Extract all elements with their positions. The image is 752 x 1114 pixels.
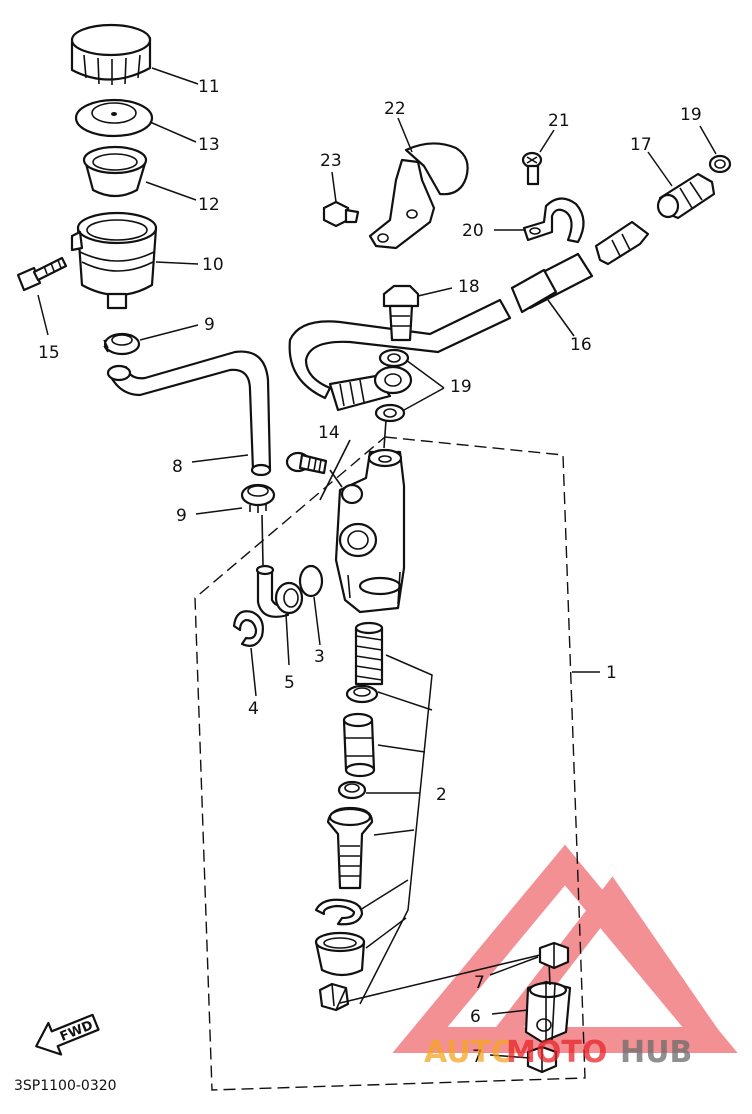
hose-clamp-lower — [240, 483, 276, 513]
circlip-2 — [314, 898, 364, 926]
label-18: 18 — [458, 277, 480, 297]
label-4: 4 — [248, 699, 259, 719]
label-9-upper: 9 — [204, 315, 215, 335]
label-14: 14 — [318, 423, 340, 443]
reservoir-cap — [70, 23, 152, 85]
label-7-lower: 7 — [472, 1047, 483, 1067]
label-11: 11 — [198, 77, 220, 97]
return-spring — [354, 621, 384, 686]
label-22: 22 — [384, 99, 406, 119]
label-2: 2 — [436, 785, 447, 805]
piston — [342, 712, 376, 778]
reservoir-diaphragm — [82, 145, 148, 198]
callout-labels: 11 13 12 10 15 9 8 9 14 3 4 5 22 23 21 2… — [38, 77, 702, 1067]
hose-bracket — [368, 142, 469, 250]
reservoir-bolt — [16, 256, 68, 292]
label-20: 20 — [462, 221, 484, 241]
label-16: 16 — [570, 335, 592, 355]
copper-washer-lower — [374, 403, 406, 423]
hose-fitting — [656, 172, 716, 220]
label-3: 3 — [314, 647, 325, 667]
label-19-lower: 19 — [450, 377, 472, 397]
watermark-hub: HUB — [620, 1035, 692, 1070]
watermark-auto: AUTO — [424, 1035, 517, 1070]
label-5: 5 — [284, 673, 295, 693]
circlip-4 — [232, 610, 264, 647]
label-7-upper: 7 — [474, 973, 485, 993]
label-21: 21 — [548, 111, 570, 131]
label-19-top: 19 — [680, 105, 702, 125]
lock-nut — [318, 982, 350, 1012]
brake-hose — [288, 220, 650, 400]
label-8: 8 — [172, 457, 183, 477]
brake-fluid-reservoir — [70, 211, 158, 310]
banjo-fitting — [328, 365, 413, 412]
copper-washer-top — [708, 154, 732, 174]
label-12: 12 — [198, 195, 220, 215]
union-bolt — [382, 284, 420, 342]
master-cylinder-body — [334, 448, 406, 614]
hose-joint — [255, 564, 304, 618]
label-6: 6 — [470, 1007, 481, 1027]
clip-screw — [521, 151, 543, 186]
o-ring — [298, 564, 324, 598]
clevis — [524, 980, 572, 1044]
fwd-arrow: FWD — [35, 1013, 100, 1056]
label-10: 10 — [202, 255, 224, 275]
label-15: 15 — [38, 343, 60, 363]
diagram-code: 3SP1100-0320 — [14, 1078, 117, 1094]
watermark-moto: MOTO — [506, 1035, 607, 1070]
reservoir-hose — [106, 350, 272, 477]
dust-boot — [314, 931, 366, 977]
primary-cup — [345, 684, 379, 704]
copper-washer-upper — [378, 348, 410, 368]
diaphragm-plate — [74, 98, 154, 138]
clevis-nut-upper — [538, 941, 570, 970]
label-23: 23 — [320, 151, 342, 171]
label-17: 17 — [630, 135, 652, 155]
watermark-text: AUTO MOTO HUB — [424, 1035, 692, 1070]
mounting-bolt — [285, 451, 328, 475]
clevis-nut-lower — [526, 1045, 558, 1074]
push-rod — [326, 806, 374, 890]
assembly-boundary — [194, 436, 586, 1091]
label-9-lower: 9 — [176, 506, 187, 526]
secondary-cup — [337, 780, 367, 800]
hose-clip — [522, 197, 585, 244]
label-13: 13 — [198, 135, 220, 155]
label-1: 1 — [606, 663, 617, 683]
hose-clamp-upper — [103, 332, 141, 356]
bracket-bolt — [322, 200, 360, 228]
